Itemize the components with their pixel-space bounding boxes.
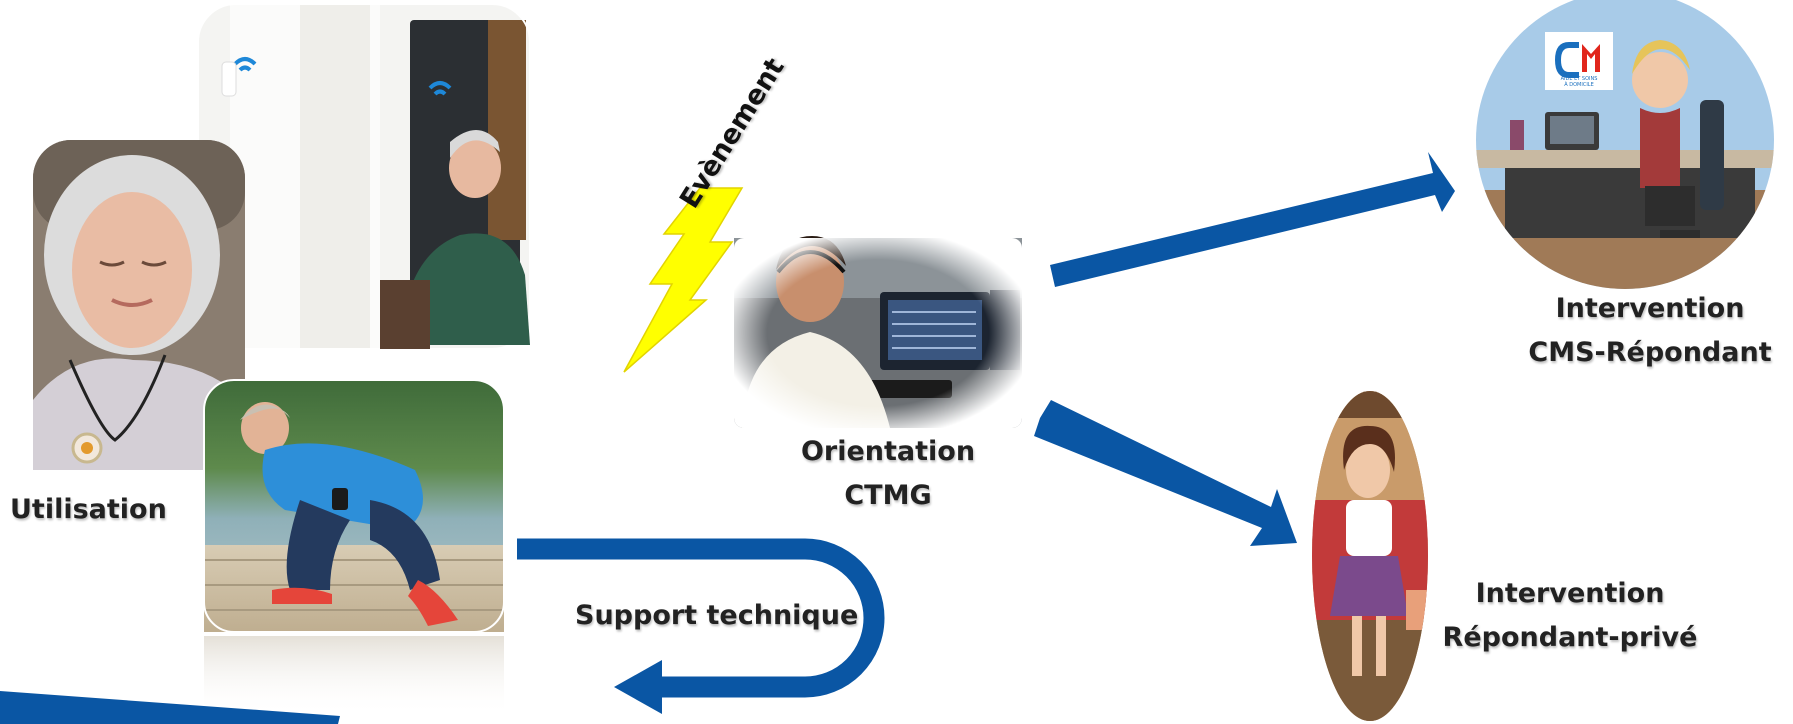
label-orientation-line1: Orientation [800,436,976,467]
event-lightning-bolt [623,187,744,373]
decorative-bottom-stripe [0,691,340,724]
label-intervention-prive-line2: Répondant-privé [1442,622,1698,653]
photo-woman-pendant [33,140,245,470]
wifi-icon [428,81,452,90]
arrow-support-loop [517,538,885,714]
label-intervention-prive-line1: Intervention [1475,578,1665,609]
illustration-private-respondent [1312,391,1428,721]
photo-man-kitchen [197,3,531,350]
cms-logo-caption-1: AIDE ET SOINS [1561,76,1598,82]
label-intervention-cms-line1: Intervention [1555,293,1745,324]
wifi-icon [233,57,257,66]
illustration-cms-office: AIDE ET SOINS À DOMICILE [1476,0,1774,289]
label-intervention-cms-line2: CMS-Répondant [1528,337,1772,368]
arrow-to-private-respondent [1034,400,1297,546]
label-utilisation: Utilisation [10,494,167,525]
label-intervention-prive: Intervention Répondant-privé [1430,572,1710,660]
label-intervention-cms: Intervention CMS-Répondant [1515,287,1785,375]
cms-logo-caption-2: À DOMICILE [1564,81,1594,88]
arrow-to-cms [1050,152,1455,287]
photo-operator-ctmg [734,236,1022,428]
label-orientation-ctmg: Orientation CTMG [768,430,1008,518]
label-orientation-line2: CTMG [844,480,932,511]
photo-woman-running [203,379,505,716]
cms-logo: AIDE ET SOINS À DOMICILE [1545,32,1613,90]
label-support-technique: Support technique [575,600,859,631]
